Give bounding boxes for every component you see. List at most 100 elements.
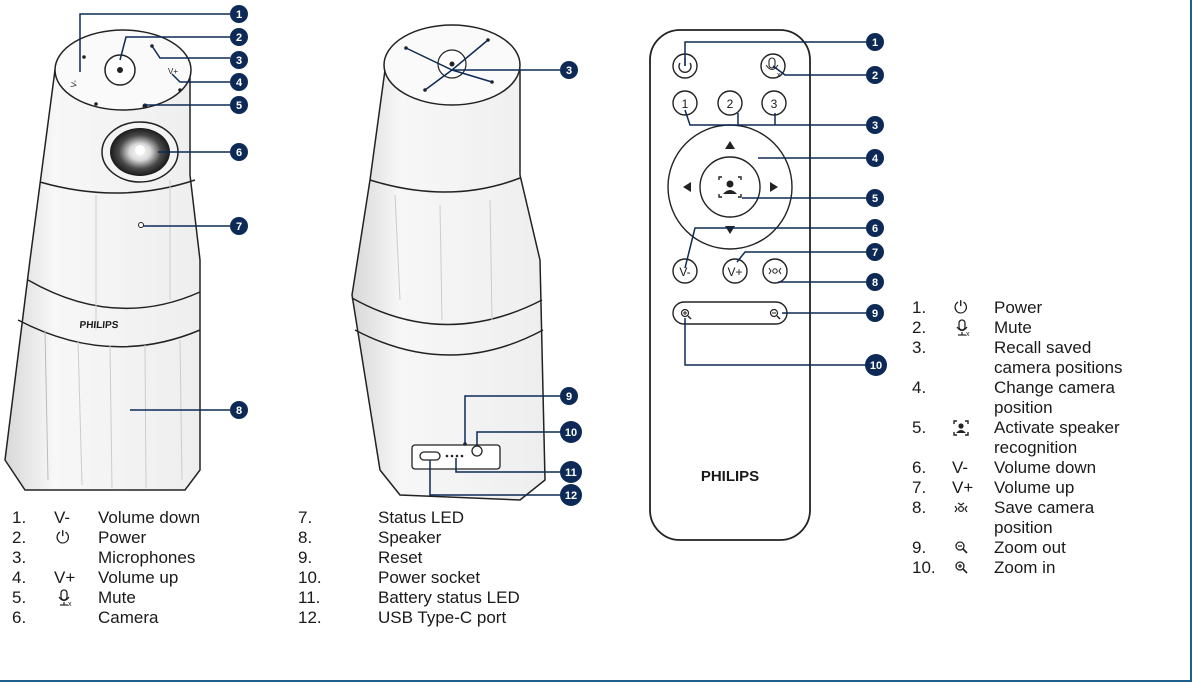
callout-badge	[560, 484, 582, 506]
callout-badge	[866, 33, 884, 51]
svg-text:3: 3	[566, 65, 572, 77]
legend-num: 6.	[12, 608, 27, 627]
device-front-brand: PHILIPS	[79, 320, 119, 331]
legend-item: 12.USB Type-C port	[298, 608, 507, 627]
callout-badge	[865, 354, 887, 376]
legend-item: 6. Camera	[12, 608, 262, 628]
legend-item: 2. ⏻ Power	[12, 528, 262, 548]
remote-brand: PHILIPS	[701, 468, 759, 485]
device-legend-col2: 7.Status LED 8.Speaker 9.Reset 10.Power …	[298, 508, 598, 628]
legend-item: 7.Status LED	[298, 508, 464, 527]
svg-text:x: x	[777, 72, 781, 79]
svg-text:5: 5	[236, 100, 242, 112]
callout-badge	[230, 217, 248, 235]
callout-badge	[866, 116, 884, 134]
speaker-recognition-icon	[952, 419, 970, 442]
legend-label: Volume up	[98, 568, 179, 587]
svg-text:8: 8	[872, 277, 878, 289]
svg-text:x: x	[966, 331, 970, 337]
callout-badge	[866, 66, 884, 84]
svg-text:8: 8	[236, 405, 242, 417]
legend-num: 1.	[12, 508, 27, 527]
legend-item: 10.Power socket	[298, 568, 481, 587]
svg-text:7: 7	[236, 221, 242, 233]
remote-volume-up-button[interactable]: V+	[722, 258, 748, 284]
legend-symbol: V-	[54, 508, 71, 527]
svg-text:7: 7	[872, 247, 878, 259]
svg-text:V-: V-	[69, 79, 79, 88]
svg-text:2: 2	[872, 70, 878, 82]
device-back-callouts: 3 9 10 11 12	[560, 61, 582, 506]
legend-label: Camera	[98, 608, 159, 627]
zoom-in-icon	[954, 560, 970, 581]
legend-label: Power	[98, 528, 147, 547]
legend-item: 4.Change camera	[912, 378, 1115, 397]
legend-num: 4.	[12, 568, 27, 587]
callout-badge	[230, 51, 248, 69]
callout-badge	[230, 73, 248, 91]
power-icon: ⏻	[56, 528, 70, 547]
callout-badge	[866, 273, 884, 291]
callout-badge	[560, 387, 578, 405]
dpad-left-arrow[interactable]	[683, 182, 691, 192]
callout-badge	[230, 28, 248, 46]
legend-item: 3.Recall saved	[912, 338, 1092, 357]
svg-text:5: 5	[872, 193, 878, 205]
callout-badge	[866, 149, 884, 167]
remote-save-position-button[interactable]	[762, 258, 788, 284]
svg-text:x: x	[68, 601, 72, 607]
svg-text:V-: V-	[679, 265, 690, 279]
mute-icon: x	[954, 319, 972, 342]
device-front-callouts: 1 2 3 4 5 6 7 8	[230, 5, 248, 419]
status-led-dot	[138, 222, 144, 228]
legend-num: 3.	[12, 548, 27, 567]
dpad-up-arrow[interactable]	[725, 141, 735, 149]
callout-badge	[866, 219, 884, 237]
svg-text:10: 10	[565, 427, 577, 439]
usb-c-port	[419, 451, 441, 461]
legend-label: Mute	[98, 588, 136, 607]
svg-text:1: 1	[872, 37, 878, 49]
legend-item: 8.Speaker	[298, 528, 442, 547]
legend-label: Microphones	[98, 548, 196, 567]
svg-text:4: 4	[872, 153, 879, 165]
callout-badge	[866, 189, 884, 207]
callout-badge	[230, 96, 248, 114]
legend-item: 11.Battery status LED	[298, 588, 520, 607]
remote-volume-down-button[interactable]: V-	[672, 258, 698, 284]
callout-badge	[230, 5, 248, 23]
callout-badge	[230, 143, 248, 161]
svg-text:2: 2	[727, 97, 734, 111]
device-legend-col1: 1. V- Volume down 2. ⏻ Power 3. Micropho…	[12, 508, 262, 628]
remote-preset-button-1[interactable]: 1	[672, 90, 698, 116]
dpad-right-arrow[interactable]	[770, 182, 778, 192]
svg-text:3: 3	[872, 120, 878, 132]
remote-speaker-recognition-button[interactable]	[699, 156, 761, 218]
remote-preset-button-2[interactable]: 2	[717, 90, 743, 116]
legend-item: 8.Save camera	[912, 498, 1182, 518]
callout-badge	[866, 243, 884, 261]
svg-text:V+: V+	[168, 67, 178, 76]
power-socket	[471, 445, 483, 457]
zoom-in-icon	[680, 308, 690, 318]
svg-text:9: 9	[872, 308, 878, 320]
zoom-out-icon	[954, 540, 970, 561]
svg-text:3: 3	[236, 55, 242, 67]
mute-icon: x	[56, 589, 74, 612]
legend-item: 1.⏻Power	[912, 298, 1043, 317]
legend-item: 4. V+ Volume up	[12, 568, 262, 588]
svg-text:6: 6	[236, 147, 242, 159]
legend-item: 5.Activate speaker	[912, 418, 1182, 438]
remote-zoom-rocker[interactable]	[672, 301, 788, 325]
svg-text:2: 2	[236, 32, 242, 44]
legend-item: 6.V-Volume down	[912, 458, 1097, 477]
legend-num: 5.	[12, 588, 27, 607]
remote-callouts: 1 2 3 4 5 6 7 8 9 10	[865, 33, 887, 376]
device-front-body	[4, 69, 201, 491]
callout-badge	[560, 421, 582, 443]
svg-text:6: 6	[872, 223, 878, 235]
remote-preset-button-3[interactable]: 3	[761, 90, 787, 116]
